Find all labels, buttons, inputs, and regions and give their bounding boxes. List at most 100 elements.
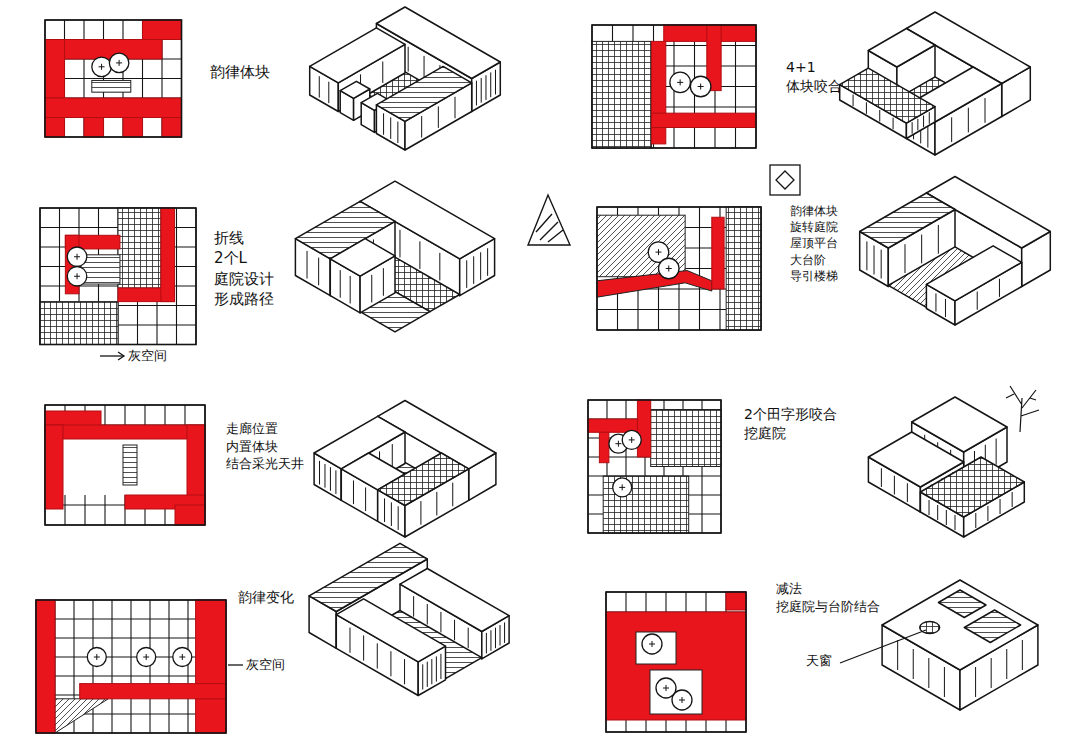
facade-line: [476, 81, 477, 106]
facade-line: [853, 95, 854, 107]
plan-zone: [597, 271, 712, 298]
block-top: [330, 239, 395, 276]
facade-line: [975, 667, 976, 697]
symbol-frame: [770, 165, 800, 195]
facade-line: [340, 270, 341, 298]
tree-mark: [698, 84, 704, 90]
facade-line: [985, 98, 986, 123]
annotation-text: 灰空间: [128, 347, 188, 365]
tree-mark: [629, 437, 635, 443]
triangle-sketch: [528, 195, 570, 245]
tree-sketch: [1006, 386, 1039, 432]
block-top: [860, 193, 955, 248]
facade-line: [440, 612, 441, 632]
facade-line: [454, 620, 455, 640]
facade-line: [436, 492, 437, 516]
plan-diagram: [36, 600, 226, 733]
plan-diagram: [597, 207, 761, 330]
crosshatch-area: [592, 41, 651, 148]
red-mass: [36, 600, 55, 733]
stair-hatch: [92, 80, 131, 92]
facade-line: [991, 658, 992, 688]
facade-line: [383, 268, 384, 296]
axonometric-sketch: [868, 397, 1024, 537]
diamond-symbol: [776, 171, 794, 189]
tree-mark: [94, 654, 100, 660]
facade-line: [894, 476, 895, 495]
facade-line: [440, 654, 441, 679]
facade-line: [1000, 499, 1001, 514]
axonometric-sketch: [860, 177, 1051, 326]
tree-mark: [74, 254, 80, 260]
tree-symbol: [137, 648, 156, 667]
crosshatch-area: [603, 476, 689, 533]
block-top: [920, 457, 1024, 517]
facade-line: [881, 250, 882, 279]
plan-diagram: [45, 405, 205, 525]
red-mass: [80, 684, 226, 699]
facade-line: [398, 506, 399, 530]
leader-line: [228, 664, 243, 665]
axonometric-sketch: [295, 181, 494, 332]
red-mass: [45, 118, 65, 138]
facade-line: [975, 513, 976, 528]
facade-line: [485, 75, 486, 100]
facade-line: [319, 461, 320, 485]
tree-symbol: [670, 72, 691, 93]
arrow-head: [118, 352, 124, 360]
facade-line: [944, 667, 945, 697]
tree-symbol: [690, 76, 711, 97]
facade-line: [874, 246, 875, 275]
tree-mark: [663, 685, 669, 691]
red-mass: [196, 600, 226, 733]
annotation-text: 2个田字形咬合 挖庭院: [744, 405, 844, 443]
facade-line: [921, 235, 922, 264]
facade-line: [937, 505, 938, 520]
facade-line: [987, 506, 988, 521]
block-top: [340, 81, 370, 98]
facade-line: [377, 643, 378, 668]
facade-line: [923, 116, 924, 128]
plan-border: [45, 405, 205, 525]
leader-line: [100, 355, 124, 356]
plan-diagram: [588, 400, 721, 533]
facade-line: [397, 122, 398, 143]
facade-line: [928, 658, 929, 688]
facade-line: [490, 630, 491, 650]
facade-line: [466, 260, 467, 288]
facade-line: [480, 252, 481, 280]
facade-line: [481, 78, 482, 103]
facade-line: [399, 230, 400, 258]
red-mass: [651, 113, 756, 127]
courtyard-void: [636, 632, 676, 664]
facade-line: [390, 651, 391, 676]
red-mass: [45, 425, 205, 439]
facade-line: [335, 470, 336, 494]
red-mass: [45, 40, 65, 99]
tree-mark: [666, 266, 672, 272]
tree-symbol: [642, 634, 662, 654]
facade-line: [904, 244, 905, 273]
red-mass: [726, 592, 746, 610]
facade-line: [371, 275, 372, 303]
tree-mark: [679, 697, 685, 703]
plan-border: [592, 25, 756, 148]
axonometric-sketch: [314, 401, 496, 538]
facade-line: [495, 628, 496, 648]
facade-line: [912, 122, 913, 134]
facade-line: [391, 502, 392, 526]
facade-line: [330, 467, 331, 491]
red-mass: [175, 505, 205, 525]
stair-hatch: [123, 445, 137, 485]
facade-line: [318, 258, 319, 286]
facade-line: [881, 468, 882, 487]
facade-line: [427, 604, 428, 624]
tree-symbol: [613, 478, 632, 497]
facade-line: [968, 108, 969, 133]
courtyard-cut: [938, 590, 986, 618]
tree-symbol: [92, 57, 112, 77]
tree-mark: [116, 60, 122, 66]
axonometric-sketch: [882, 580, 1038, 710]
crosshatch-area: [726, 207, 761, 330]
